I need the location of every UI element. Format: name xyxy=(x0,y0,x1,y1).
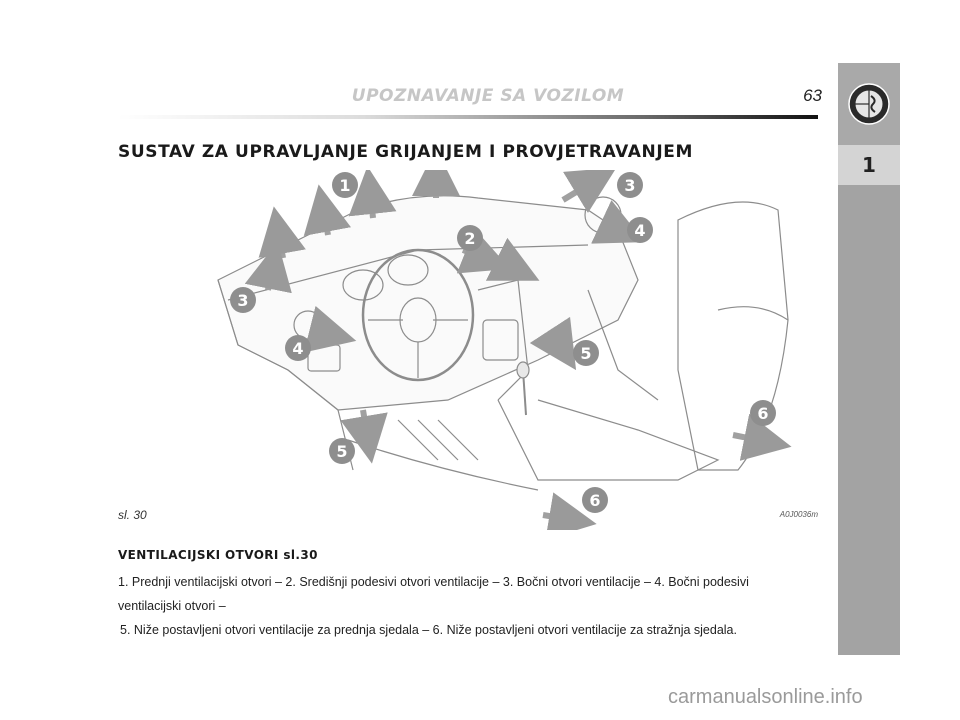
callout-5-left: 5 xyxy=(329,438,355,464)
brand-logo-icon xyxy=(838,63,900,145)
callout-6-right: 6 xyxy=(750,400,776,426)
svg-text:3: 3 xyxy=(624,176,635,195)
section-header-title: UPOZNAVANJE SA VOZILOM xyxy=(351,86,625,106)
callout-4-left: 4 xyxy=(285,335,311,361)
svg-text:4: 4 xyxy=(634,221,645,240)
figure-label: sl. 30 xyxy=(118,508,147,522)
vents-subheading: VENTILACIJSKI OTVORI sl.30 xyxy=(118,548,318,562)
svg-text:1: 1 xyxy=(339,176,350,195)
callout-4-right: 4 xyxy=(627,217,653,243)
chapter-number-tab: 1 xyxy=(838,145,900,185)
callout-2: 2 xyxy=(457,225,483,251)
svg-text:6: 6 xyxy=(757,404,768,423)
svg-text:5: 5 xyxy=(580,344,591,363)
vents-line-2: 5. Niže postavljeni otvori ventilacije z… xyxy=(120,623,737,637)
svg-text:2: 2 xyxy=(464,229,475,248)
watermark: carmanualsonline.info xyxy=(668,686,863,708)
section-heading: SUSTAV ZA UPRAVLJANJE GRIJANJEM I PROVJE… xyxy=(118,142,694,162)
figure-code: A0J0036m xyxy=(779,510,818,519)
callout-3-left: 3 xyxy=(230,287,256,313)
svg-text:3: 3 xyxy=(237,291,248,310)
svg-text:4: 4 xyxy=(292,339,303,358)
vents-description: 1. Prednji ventilacijski otvori – 2. Sre… xyxy=(118,570,808,642)
svg-text:6: 6 xyxy=(589,491,600,510)
ventilation-illustration: 1 2 3 3 4 4 5 5 xyxy=(217,170,792,530)
svg-text:5: 5 xyxy=(336,442,347,461)
callout-1: 1 xyxy=(332,172,358,198)
header-rule xyxy=(118,115,818,119)
callout-3-right: 3 xyxy=(617,172,643,198)
vents-line-1: 1. Prednji ventilacijski otvori – 2. Sre… xyxy=(118,575,749,613)
callout-5-right: 5 xyxy=(573,340,599,366)
callout-6-left: 6 xyxy=(582,487,608,513)
page-number: 63 xyxy=(803,86,822,105)
